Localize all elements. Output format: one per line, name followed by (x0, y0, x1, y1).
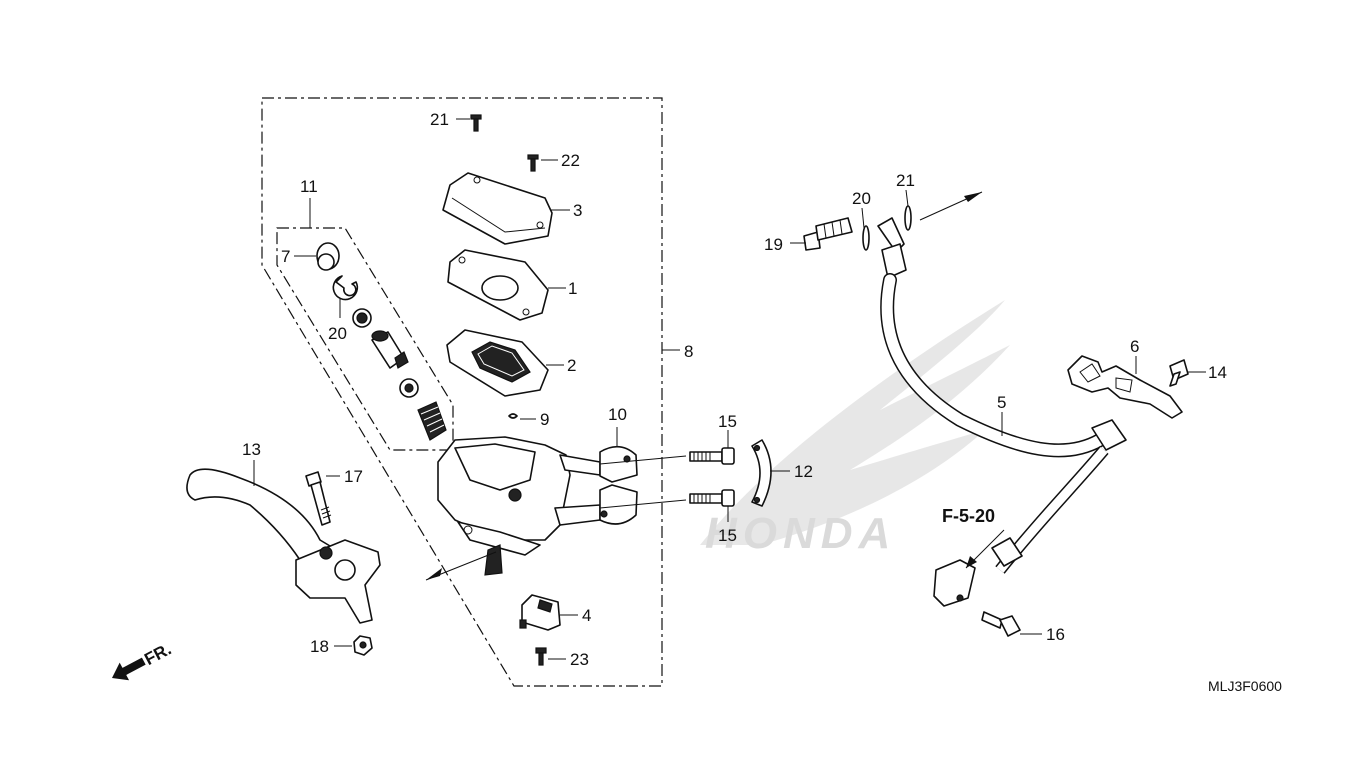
holder-10 (599, 445, 638, 525)
callout-16: 16 (1046, 625, 1065, 644)
front-arrow-icon (112, 657, 146, 681)
callout-17: 17 (344, 467, 363, 486)
diaphragm-2 (446, 329, 549, 397)
washer-20-left (862, 225, 870, 251)
callout-3: 3 (573, 201, 582, 220)
callout-22-top: 21 (430, 110, 449, 129)
callout-9: 9 (540, 410, 549, 429)
callout-15-lower: 15 (718, 526, 737, 545)
callout-15-upper: 15 (718, 412, 737, 431)
screw-22-second (527, 154, 539, 172)
switch-4 (519, 594, 561, 631)
callout-2: 2 (567, 356, 576, 375)
piston (371, 330, 409, 369)
clip-9 (508, 413, 518, 419)
bolt-15-upper (689, 447, 735, 465)
callout-labels: 21 22 3 1 2 9 8 10 11 7 20 13 17 18 4 23… (242, 110, 1227, 669)
hose-clamp-6 (1067, 355, 1183, 419)
plate-12 (751, 439, 772, 507)
brake-hose-5 (877, 217, 1127, 607)
callout-18: 19 (764, 235, 783, 254)
screw-22-top (470, 114, 482, 132)
honda-wing-watermark: HONDA (700, 300, 1010, 558)
master-cylinder-body (437, 436, 601, 576)
assembly-boundary-8 (261, 97, 663, 687)
oil-bolt-18 (803, 217, 853, 251)
callout-21: 20 (328, 324, 347, 343)
callout-6: 6 (1130, 337, 1139, 356)
front-direction-label: FR. (141, 639, 174, 669)
spring-seat (399, 378, 419, 398)
screw-23 (535, 647, 547, 666)
callout-5: 5 (997, 393, 1006, 412)
pivot-bolt-17 (305, 471, 332, 526)
cross-reference-arrowhead (966, 556, 977, 568)
seal-cup (352, 308, 372, 328)
callout-4: 4 (582, 606, 591, 625)
callout-19: 18 (310, 637, 329, 656)
callout-14: 14 (1208, 363, 1227, 382)
callout-22-second: 22 (561, 151, 580, 170)
front-direction-indicator: FR. (112, 639, 174, 681)
watermark-text: HONDA (705, 509, 896, 558)
nut-19 (353, 635, 373, 656)
assembly-boundary-11 (276, 227, 454, 451)
callout-12: 12 (794, 462, 813, 481)
spring (417, 401, 447, 441)
callout-20-right: 21 (896, 171, 915, 190)
brake-lever-13 (186, 468, 381, 624)
plate-1 (447, 249, 549, 321)
callout-10: 10 (608, 405, 627, 424)
leader-lines (253, 118, 1206, 660)
circlip-21 (332, 275, 359, 301)
callout-13: 13 (242, 440, 261, 459)
cup-7 (316, 242, 340, 271)
diagram-reference-code: MLJ3F0600 (1208, 678, 1282, 694)
arrow-tip-upper (964, 192, 982, 202)
bolt-16 (981, 611, 1021, 637)
washer-20-right (904, 205, 912, 231)
bolt-14 (1169, 359, 1189, 387)
arrow-tip-lower (426, 568, 442, 580)
callout-1: 1 (568, 279, 577, 298)
callout-7: 7 (281, 247, 290, 266)
callout-20-left: 20 (852, 189, 871, 208)
reservoir-cap-3 (442, 172, 553, 245)
callout-8: 8 (684, 342, 693, 361)
cross-reference-label[interactable]: F-5-20 (942, 506, 995, 526)
bolt-15-lower (689, 489, 735, 507)
callout-11: 11 (300, 177, 318, 196)
callout-23: 23 (570, 650, 589, 669)
